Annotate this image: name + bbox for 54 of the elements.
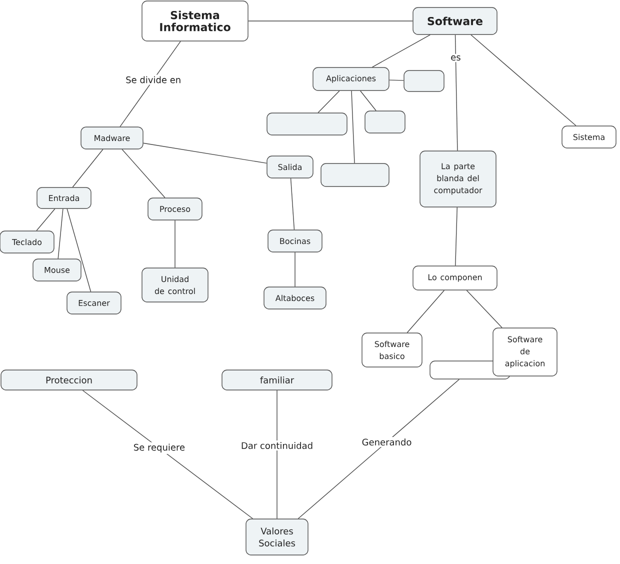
concept-box: La parte blanda del computador <box>420 150 496 208</box>
concept-box: Valores Sociales <box>246 518 308 556</box>
edge-label: Dar continuidad <box>239 440 315 450</box>
connector-line <box>454 34 458 151</box>
concept-box: Lo componen <box>412 266 498 290</box>
concept-box: Unidad de control <box>142 268 208 302</box>
connector-line <box>406 290 445 333</box>
edge-label: Se divide en <box>124 74 183 85</box>
connector-line <box>72 149 104 188</box>
connector-line <box>298 379 460 519</box>
concept-box: Software de aplicacion <box>492 328 558 376</box>
concept-box: Proteccion <box>0 370 138 390</box>
concept-box: Sistema Informatico <box>142 0 248 42</box>
connector-line <box>36 208 56 231</box>
connector-line <box>455 207 458 266</box>
concept-box: familiar <box>222 370 332 390</box>
connector-line <box>143 142 267 164</box>
edge-label: es <box>449 54 462 62</box>
concept-box: Altaboces <box>264 286 326 310</box>
connector-line <box>466 290 502 328</box>
concept-box: Entrada <box>36 187 92 209</box>
concept-box: Proceso <box>148 198 202 220</box>
concept-box: Sistema <box>562 126 616 148</box>
concept-box: Madware <box>80 126 144 150</box>
empty-box <box>404 70 444 92</box>
connector-line <box>66 208 92 292</box>
concept-box: Mouse <box>32 258 82 282</box>
connector-line <box>389 80 404 81</box>
connector-line <box>82 390 254 519</box>
empty-box <box>364 110 406 134</box>
connector-line <box>372 34 431 68</box>
concept-box: Software basico <box>362 332 422 368</box>
concept-box: Bocinas <box>268 230 322 252</box>
connector-line <box>294 252 296 287</box>
concept-box: Aplicaciones <box>312 67 390 91</box>
connector-line <box>248 20 413 22</box>
concept-box: Escaner <box>66 292 122 314</box>
connector-line <box>276 390 278 519</box>
edge-label: Generando <box>360 437 414 448</box>
empty-box <box>320 163 390 187</box>
connector-line <box>122 149 166 198</box>
concept-box: Salida <box>266 156 314 178</box>
connector-line <box>58 208 64 259</box>
concept-box: Teclado <box>0 230 54 254</box>
connector-line <box>120 41 181 127</box>
connector-line <box>351 90 355 164</box>
connector-line <box>470 34 576 126</box>
concept-box: Software <box>412 7 498 35</box>
connector-line <box>360 90 376 111</box>
connector-line <box>290 178 295 230</box>
connector-line <box>174 220 176 268</box>
empty-box <box>266 112 348 136</box>
connector-line <box>318 90 340 113</box>
edge-label: Se requiere <box>132 442 187 454</box>
